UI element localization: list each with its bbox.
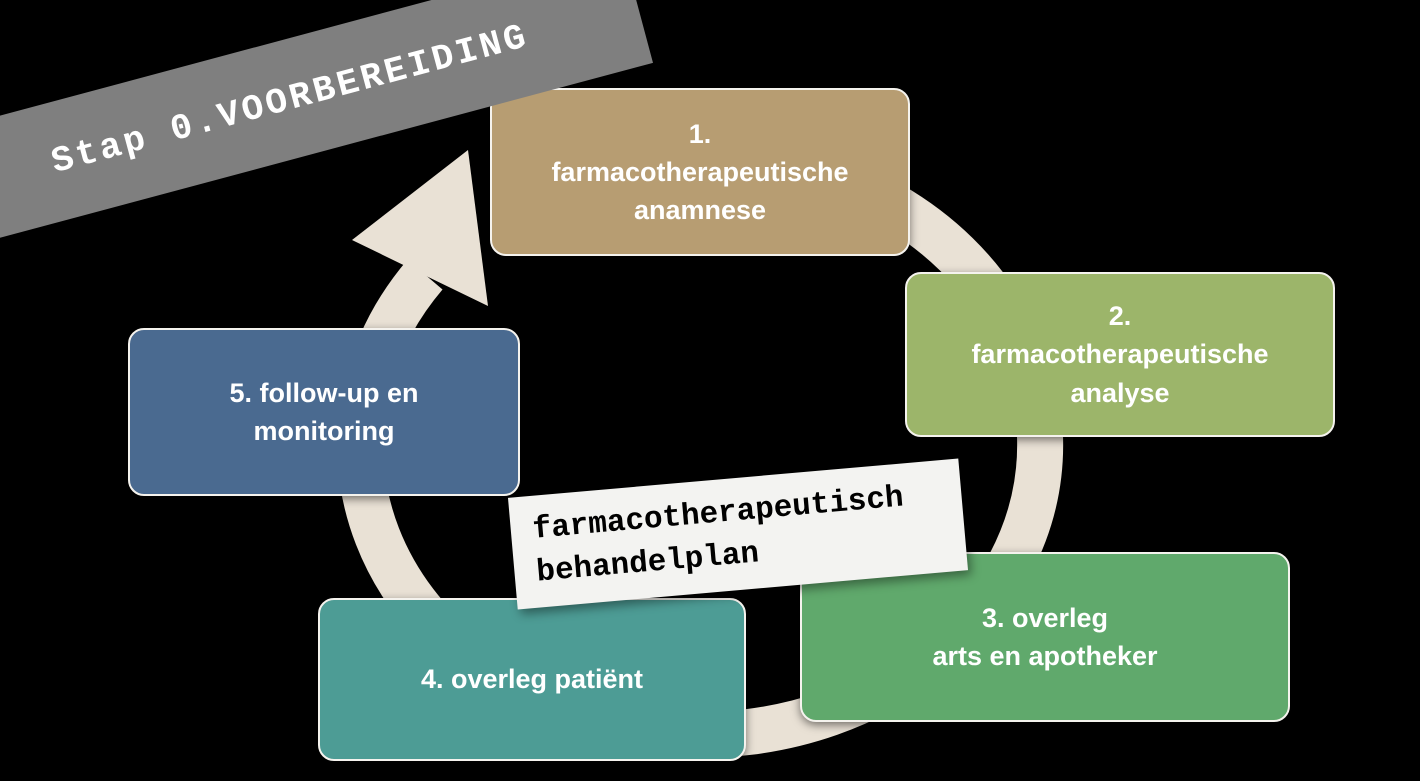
step-3-line: arts en apotheker [932, 641, 1158, 671]
cycle-arrowhead-icon [352, 150, 488, 306]
step-2-box: 2. farmacotherapeutische analyse [905, 272, 1335, 437]
step-1-box: 1. farmacotherapeutische anamnese [490, 88, 910, 256]
step-5-line: 5. follow-up en [229, 377, 419, 408]
step-2-line: 2. [1108, 301, 1132, 331]
step-3-box: 3. overleg arts en apotheker [800, 552, 1290, 722]
step-5-box: 5. follow-up en monitoring [128, 328, 520, 496]
step-5-line: monitoring [253, 416, 395, 446]
step-4-line: 4. overleg patiënt [420, 664, 644, 695]
step-2-line: farmacotherapeutische [971, 339, 1269, 370]
step-4-box: 4. overleg patiënt [318, 598, 746, 761]
step-1-line: anamnese [633, 195, 767, 226]
step-3-line: 3. overleg [981, 602, 1109, 633]
step-2-line: analyse [1070, 377, 1170, 408]
step-1-line: 1. [688, 118, 712, 149]
step-1-line: farmacotherapeutische [551, 156, 849, 187]
